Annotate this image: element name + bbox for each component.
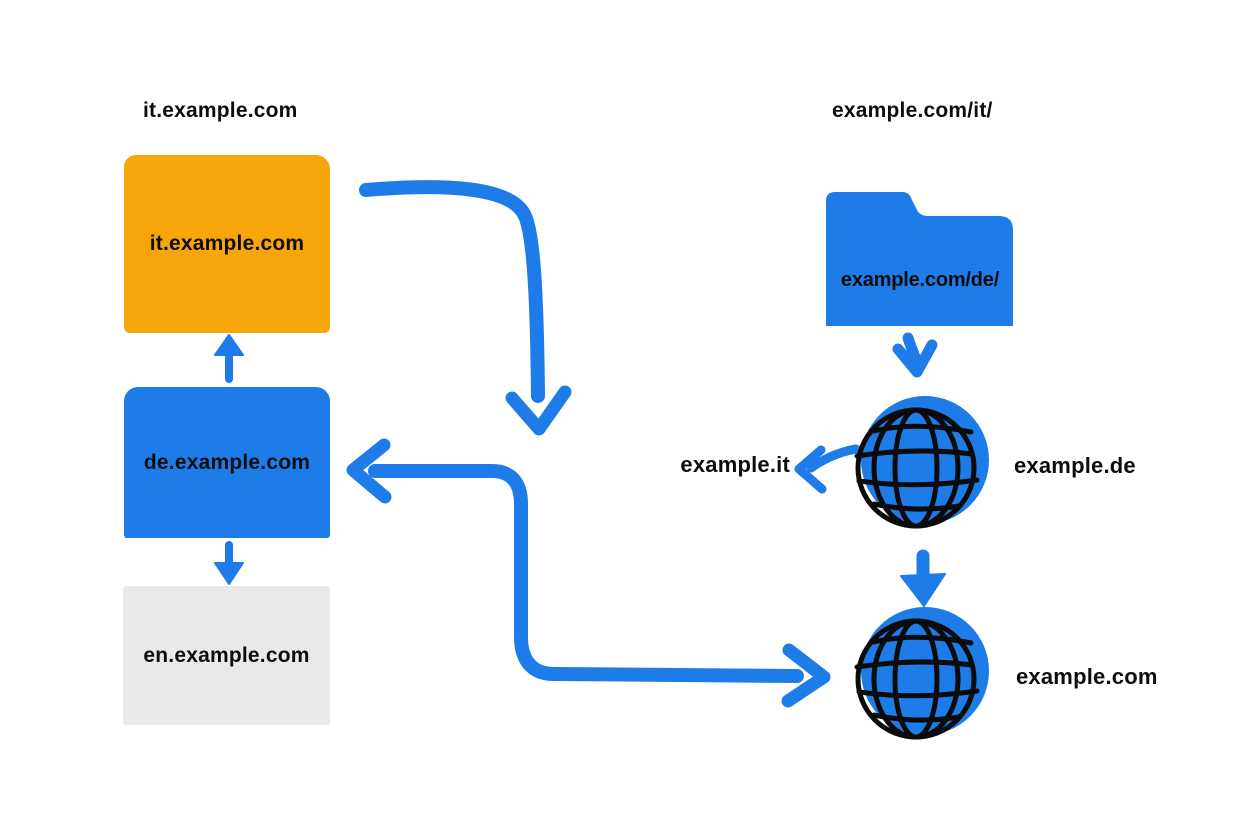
small-left-arrow-globe-to-example-it	[794, 444, 861, 494]
up-arrow-de-to-it	[214, 334, 244, 383]
down-arrow-folder-to-globe	[892, 332, 938, 378]
label-example-de: example.de	[1014, 453, 1136, 478]
down-arrow-globe-to-globe	[900, 549, 946, 607]
subdomain-box-en: en.example.com	[123, 586, 330, 725]
subdomain-box-de: de.example.com	[124, 387, 330, 538]
subdomain-box-it: it.example.com	[124, 155, 330, 333]
subdomain-box-en-label: en.example.com	[143, 643, 310, 667]
down-arrow-de-to-en	[214, 541, 244, 585]
curved-arrow-it-to-center	[359, 180, 572, 436]
s-curve-double-arrow	[346, 438, 831, 708]
label-example-it: example.it	[680, 452, 790, 477]
subdomain-box-it-label: it.example.com	[149, 232, 305, 255]
folder-icon	[826, 192, 1013, 326]
folder-label: example.com/de/	[840, 269, 1000, 291]
globe-icon	[854, 607, 989, 740]
label-example-com: example.com	[1016, 664, 1158, 689]
subdomain-box-de-label: de.example.com	[143, 450, 311, 474]
left-column-heading: it.example.com	[143, 99, 298, 122]
right-column-heading: example.com/it/	[832, 99, 993, 122]
globe-icon	[854, 396, 989, 529]
